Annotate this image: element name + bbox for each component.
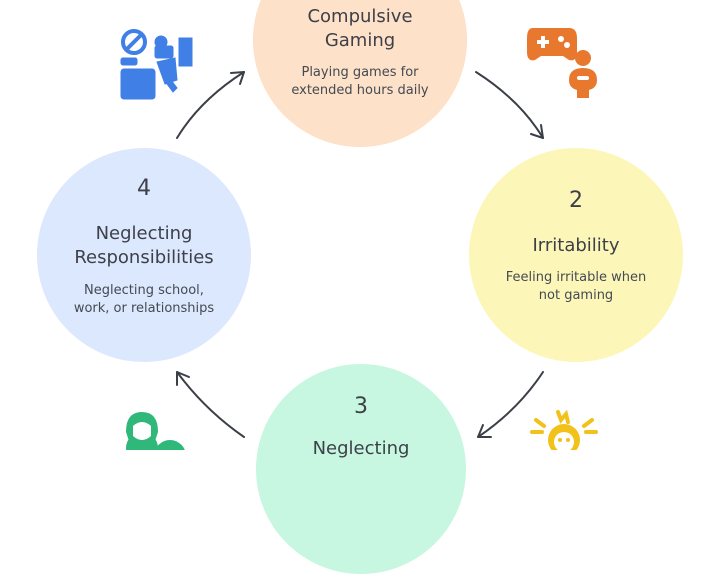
prohibited-study-desk-icon (120, 29, 193, 100)
stage-1-title-line-2: Gaming (324, 30, 396, 51)
arrow-4-to-1 (176, 71, 245, 139)
stage-1-title-line-1: Compulsive (307, 6, 413, 27)
stage-4-circle: 4 Neglecting Responsibilities Neglecting… (37, 148, 251, 362)
arrow-1-to-2 (475, 71, 544, 139)
stage-3-number: 3 (354, 394, 368, 419)
stage-2-description: Feeling irritable when not gaming (479, 269, 673, 305)
arrow-1-to-2-head (530, 124, 544, 139)
stage-4-title-line-2: Responsibilities (74, 247, 214, 268)
stage-2-circle: 2 Irritability Feeling irritable when no… (469, 148, 683, 362)
arrow-4-to-1-head (230, 71, 245, 85)
stage-4-title-line-1: Neglecting (95, 223, 193, 244)
stage-2-description-line-1: Feeling irritable when (505, 270, 647, 285)
stage-4-number: 4 (137, 176, 151, 201)
people-group-icon (126, 412, 185, 450)
gamepad-and-player-icon (527, 28, 597, 98)
frustrated-person-icon (530, 410, 598, 450)
arrow-2-to-3 (477, 371, 544, 438)
stage-4-description-line-2: work, or relationships (73, 301, 215, 316)
arrow-3-to-4 (176, 371, 245, 438)
stage-4-description: Neglecting school, work, or relationship… (47, 282, 241, 318)
arrow-2-to-3-head (477, 424, 492, 438)
stage-1-description-line-1: Playing games for (301, 65, 419, 80)
arrow-3-to-4-head (176, 371, 190, 386)
stage-4-title: Neglecting Responsibilities (37, 222, 251, 270)
stage-4-description-line-1: Neglecting school, (84, 283, 204, 298)
stage-2-number: 2 (569, 188, 583, 213)
stage-1-description: Playing games for extended hours daily (263, 64, 457, 100)
stage-2-title: Irritability (532, 235, 620, 256)
stage-1-description-line-2: extended hours daily (291, 83, 429, 98)
cycle-arrows (176, 71, 544, 438)
stage-1-title: Compulsive Gaming (253, 5, 467, 53)
stage-2-description-line-2: not gaming (538, 288, 614, 303)
